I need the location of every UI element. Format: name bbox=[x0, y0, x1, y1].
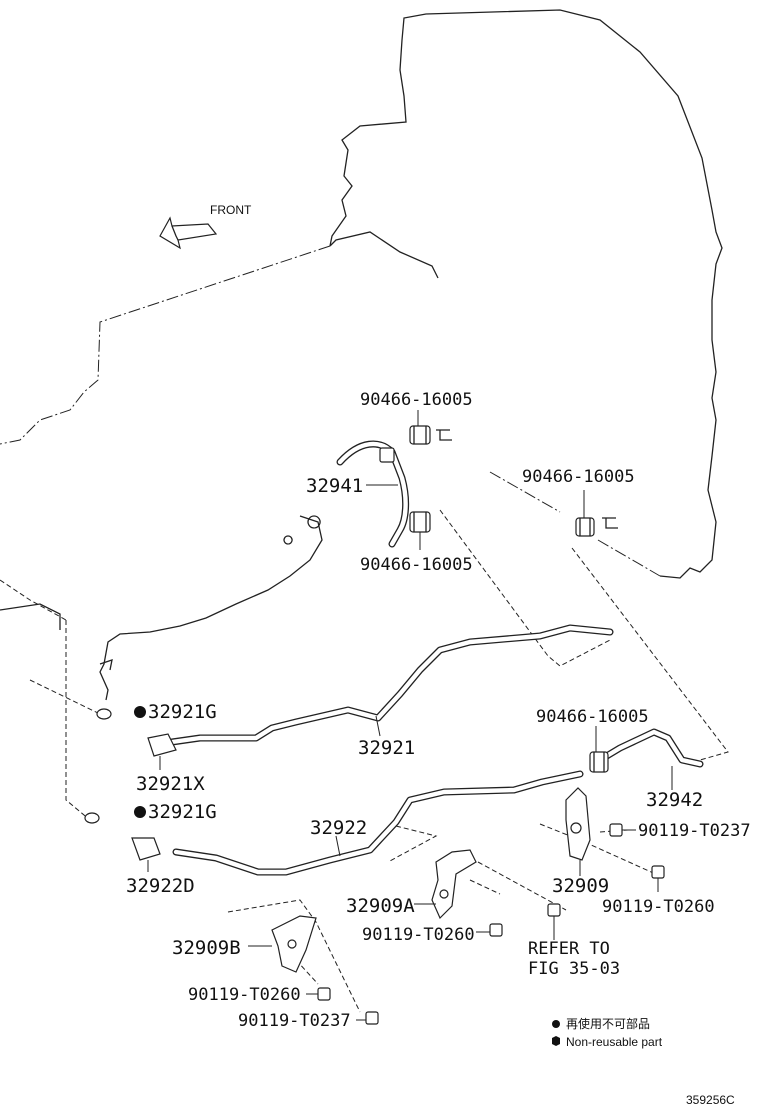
callout-hose-32941: 32941 bbox=[306, 475, 363, 497]
callout-bolt-t0237-left: 90119-T0237 bbox=[238, 1011, 351, 1031]
pipe-32921: 32921 bbox=[168, 624, 614, 759]
callout-pipe-32922: 32922 bbox=[310, 817, 367, 839]
clamp-mid: 90466-16005 bbox=[360, 511, 473, 575]
front-arrow: FRONT bbox=[159, 203, 252, 250]
transmission-outline bbox=[0, 9, 723, 579]
bolt-t0260-right: 90119-T0260 bbox=[602, 865, 715, 917]
clamp-right: 90466-16005 bbox=[522, 467, 635, 537]
callout-bracket-32909a: 32909A bbox=[346, 895, 415, 917]
callout-pipe-32921: 32921 bbox=[358, 737, 415, 759]
refer-line-1: REFER TO bbox=[528, 939, 610, 959]
legend: 再使用不可部品 Non-reusable part bbox=[552, 1016, 663, 1049]
callout-gasket-upper: 32921G bbox=[148, 701, 217, 723]
bolt-t0237-right: 90119-T0237 bbox=[609, 821, 751, 841]
legend-reuse-text: 再使用不可部品 bbox=[566, 1016, 650, 1031]
callout-bracket-32909: 32909 bbox=[552, 875, 609, 897]
legend-hex-icon bbox=[552, 1036, 560, 1046]
engine-lower-outline bbox=[0, 515, 323, 701]
callout-union-32921x: 32921X bbox=[136, 773, 205, 795]
callout-bolt-t0237-right: 90119-T0237 bbox=[638, 821, 751, 841]
bolt-t0237-left: 90119-T0237 bbox=[238, 1011, 379, 1031]
bracket-32909b: 32909B bbox=[172, 915, 317, 973]
callout-union-32922d: 32922D bbox=[126, 875, 195, 897]
non-reusable-dot-upper bbox=[134, 706, 146, 718]
union-32922d: 32921G 32922D bbox=[84, 801, 217, 897]
hose-32941: 32941 bbox=[306, 440, 410, 548]
callout-clamp-mid: 90466-16005 bbox=[360, 555, 473, 575]
callout-clamp-lower-right: 90466-16005 bbox=[536, 707, 649, 727]
figure-id: 359256C bbox=[686, 1093, 735, 1107]
bracket-32909a: 32909A bbox=[346, 849, 477, 920]
callout-clamp-right: 90466-16005 bbox=[522, 467, 635, 487]
callout-hose-32942: 32942 bbox=[646, 789, 703, 811]
refer-line-2: FIG 35-03 bbox=[528, 959, 620, 979]
union-32921x: 32921G 32921X bbox=[96, 701, 217, 795]
legend-nonreusable-text: Non-reusable part bbox=[566, 1035, 663, 1049]
callout-gasket-lower: 32921G bbox=[148, 801, 217, 823]
refer-note: REFER TO FIG 35-03 bbox=[528, 903, 620, 979]
non-reusable-dot-lower bbox=[134, 806, 146, 818]
callout-bracket-32909b: 32909B bbox=[172, 937, 241, 959]
callout-clamp-top: 90466-16005 bbox=[360, 390, 473, 410]
callout-bolt-t0260-left: 90119-T0260 bbox=[188, 985, 301, 1005]
bolt-t0260-left: 90119-T0260 bbox=[188, 985, 331, 1005]
hose-32942: 90466-16005 32942 bbox=[536, 707, 704, 811]
callout-bolt-t0260-right: 90119-T0260 bbox=[602, 897, 715, 917]
pipe-32922: 32922 bbox=[172, 770, 584, 876]
bolt-t0260-mid: 90119-T0260 bbox=[362, 923, 503, 945]
bracket-32909: 32909 bbox=[552, 787, 609, 897]
clamp-upper: 90466-16005 bbox=[360, 390, 473, 445]
callout-bolt-t0260-mid: 90119-T0260 bbox=[362, 925, 475, 945]
front-label: FRONT bbox=[210, 203, 252, 217]
legend-dot-circle bbox=[552, 1020, 560, 1028]
